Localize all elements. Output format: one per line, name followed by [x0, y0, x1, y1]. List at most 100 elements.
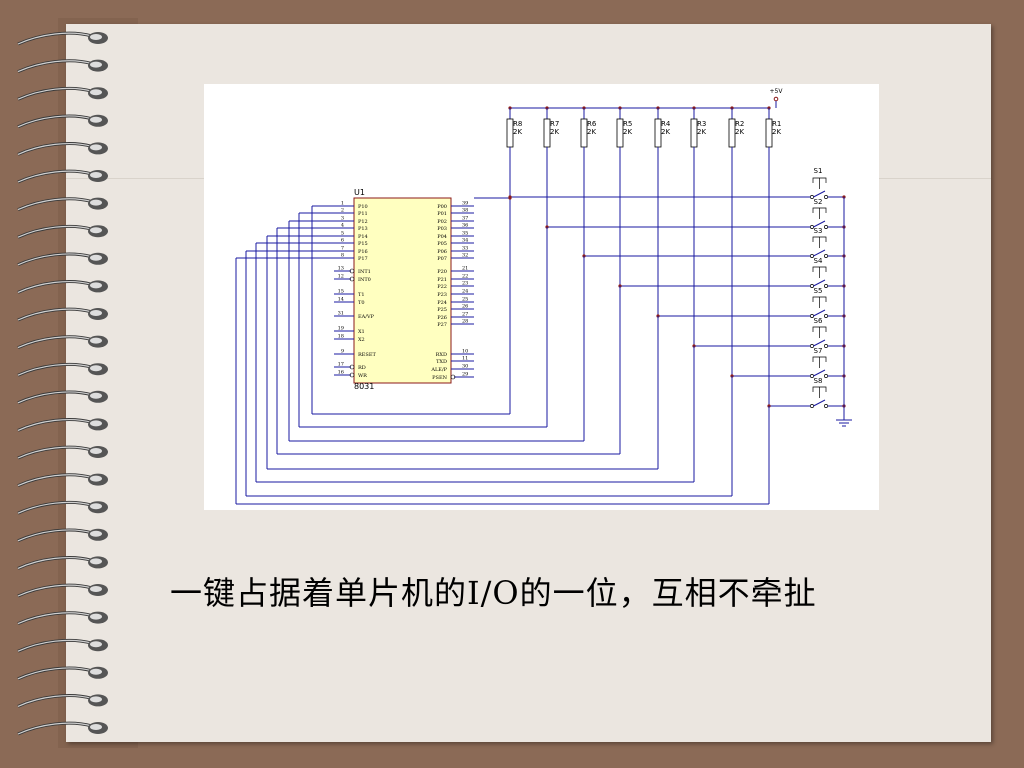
pin-name: P21 — [437, 277, 447, 283]
spiral-ring — [17, 114, 93, 129]
pin-number: 9 — [341, 349, 344, 355]
spiral-ring-highlight — [17, 418, 93, 431]
pin-number: 14 — [338, 297, 344, 303]
supply-terminal — [773, 96, 779, 102]
junction-dot — [582, 254, 586, 258]
switch-blade — [813, 220, 826, 228]
pin-inverter-bubble — [349, 372, 355, 378]
pin-name: PSEN — [432, 375, 447, 381]
resistor-ref: R1 — [772, 120, 781, 128]
spiral-hole-shine — [90, 365, 102, 372]
spiral-ring-highlight — [17, 667, 93, 680]
pin-number: 31 — [338, 311, 344, 317]
spiral-ring-highlight — [17, 501, 93, 514]
spiral-ring-highlight — [17, 198, 93, 211]
spiral-ring — [17, 362, 93, 377]
pin-number: 33 — [462, 246, 468, 252]
spiral-hole-shine — [90, 116, 102, 123]
switch-ref: S7 — [814, 347, 823, 355]
spiral-ring — [17, 611, 93, 625]
pin-name: P05 — [437, 241, 447, 247]
switch-blade — [813, 190, 826, 198]
pin-number: 10 — [462, 349, 468, 355]
resistor-ref: R6 — [587, 120, 597, 128]
spiral-hole-shine — [90, 558, 102, 565]
schematic-drawing: +5VR82KR72KR62KR52KR42KR32KR22KR12KU1803… — [235, 88, 852, 505]
spiral-hole-shine — [90, 668, 102, 675]
spiral-hole-shine — [90, 613, 102, 620]
pin-number: 6 — [341, 238, 344, 244]
switch-contact — [824, 404, 828, 408]
pin-name: X1 — [358, 329, 365, 335]
spiral-ring — [17, 31, 93, 46]
pin-number: 7 — [341, 246, 344, 252]
pin-name: P00 — [437, 204, 447, 210]
spiral-binding — [17, 31, 108, 736]
switch-contact — [810, 404, 814, 408]
switch-blade — [813, 249, 826, 257]
switch-actuator — [812, 236, 827, 248]
switch-contact — [824, 284, 828, 288]
spiral-ring — [17, 335, 93, 349]
pin-number: 22 — [462, 274, 468, 280]
pin-number: 35 — [462, 231, 468, 237]
switch-contact — [824, 195, 828, 199]
spiral-hole-shine — [90, 475, 102, 482]
resistor-value: 2K — [735, 128, 744, 136]
spiral-ring-highlight — [17, 584, 93, 597]
pin-name: P27 — [437, 322, 447, 328]
switch-blade — [813, 279, 826, 287]
switch-contact — [824, 225, 828, 229]
resistor-value: 2K — [661, 128, 670, 136]
resistor-ref: R8 — [513, 120, 522, 128]
spiral-ring-highlight — [17, 336, 93, 349]
pin-name: INT0 — [358, 277, 371, 283]
spiral-ring — [17, 390, 93, 405]
spiral-ring — [17, 445, 93, 460]
pin-number: 21 — [462, 266, 468, 272]
spiral-ring — [17, 666, 93, 681]
pin-name: EA/VP — [358, 314, 375, 320]
switch-actuator — [812, 326, 827, 338]
pin-name: P17 — [358, 256, 368, 262]
spiral-ring — [17, 418, 93, 432]
pin-inverter-bubble — [349, 364, 355, 370]
junction-dot — [618, 284, 622, 288]
switch-ref: S3 — [814, 227, 823, 235]
spiral-hole-shine — [90, 282, 102, 289]
pin-inverter-bubble — [450, 374, 456, 380]
spiral-ring — [17, 528, 93, 543]
pin-number: 15 — [338, 289, 344, 295]
pin-name: P16 — [358, 249, 368, 255]
pin-name: P04 — [437, 234, 447, 240]
spiral-ring — [17, 197, 93, 211]
pin-number: 27 — [462, 312, 468, 318]
spiral-ring-highlight — [17, 280, 93, 293]
pin-name: P13 — [358, 226, 368, 232]
spiral-ring-highlight — [17, 32, 93, 45]
spiral-ring — [17, 473, 93, 487]
junction-dot — [656, 314, 660, 318]
spiral-ring-highlight — [17, 556, 93, 569]
spiral-ring — [17, 142, 93, 156]
pin-number: 32 — [462, 253, 468, 259]
switch-actuator — [812, 296, 827, 308]
spiral-hole-shine — [90, 641, 102, 648]
switch-ref: S2 — [814, 198, 823, 206]
spiral-ring — [17, 694, 93, 708]
resistor-ref: R7 — [550, 120, 559, 128]
switch-ref: S8 — [814, 377, 823, 385]
spiral-ring — [17, 721, 93, 736]
pin-number: 26 — [462, 304, 468, 310]
pin-name: P07 — [437, 256, 447, 262]
pin-number: 39 — [462, 201, 468, 207]
spiral-hole-shine — [90, 586, 102, 592]
pin-number: 36 — [462, 223, 468, 229]
pin-name: P02 — [437, 219, 447, 225]
pin-name: WR — [358, 373, 367, 379]
pin-number: 2 — [341, 208, 344, 214]
pin-number: 19 — [338, 326, 344, 332]
pin-number: 1 — [341, 201, 344, 207]
switch-actuator — [812, 386, 827, 398]
